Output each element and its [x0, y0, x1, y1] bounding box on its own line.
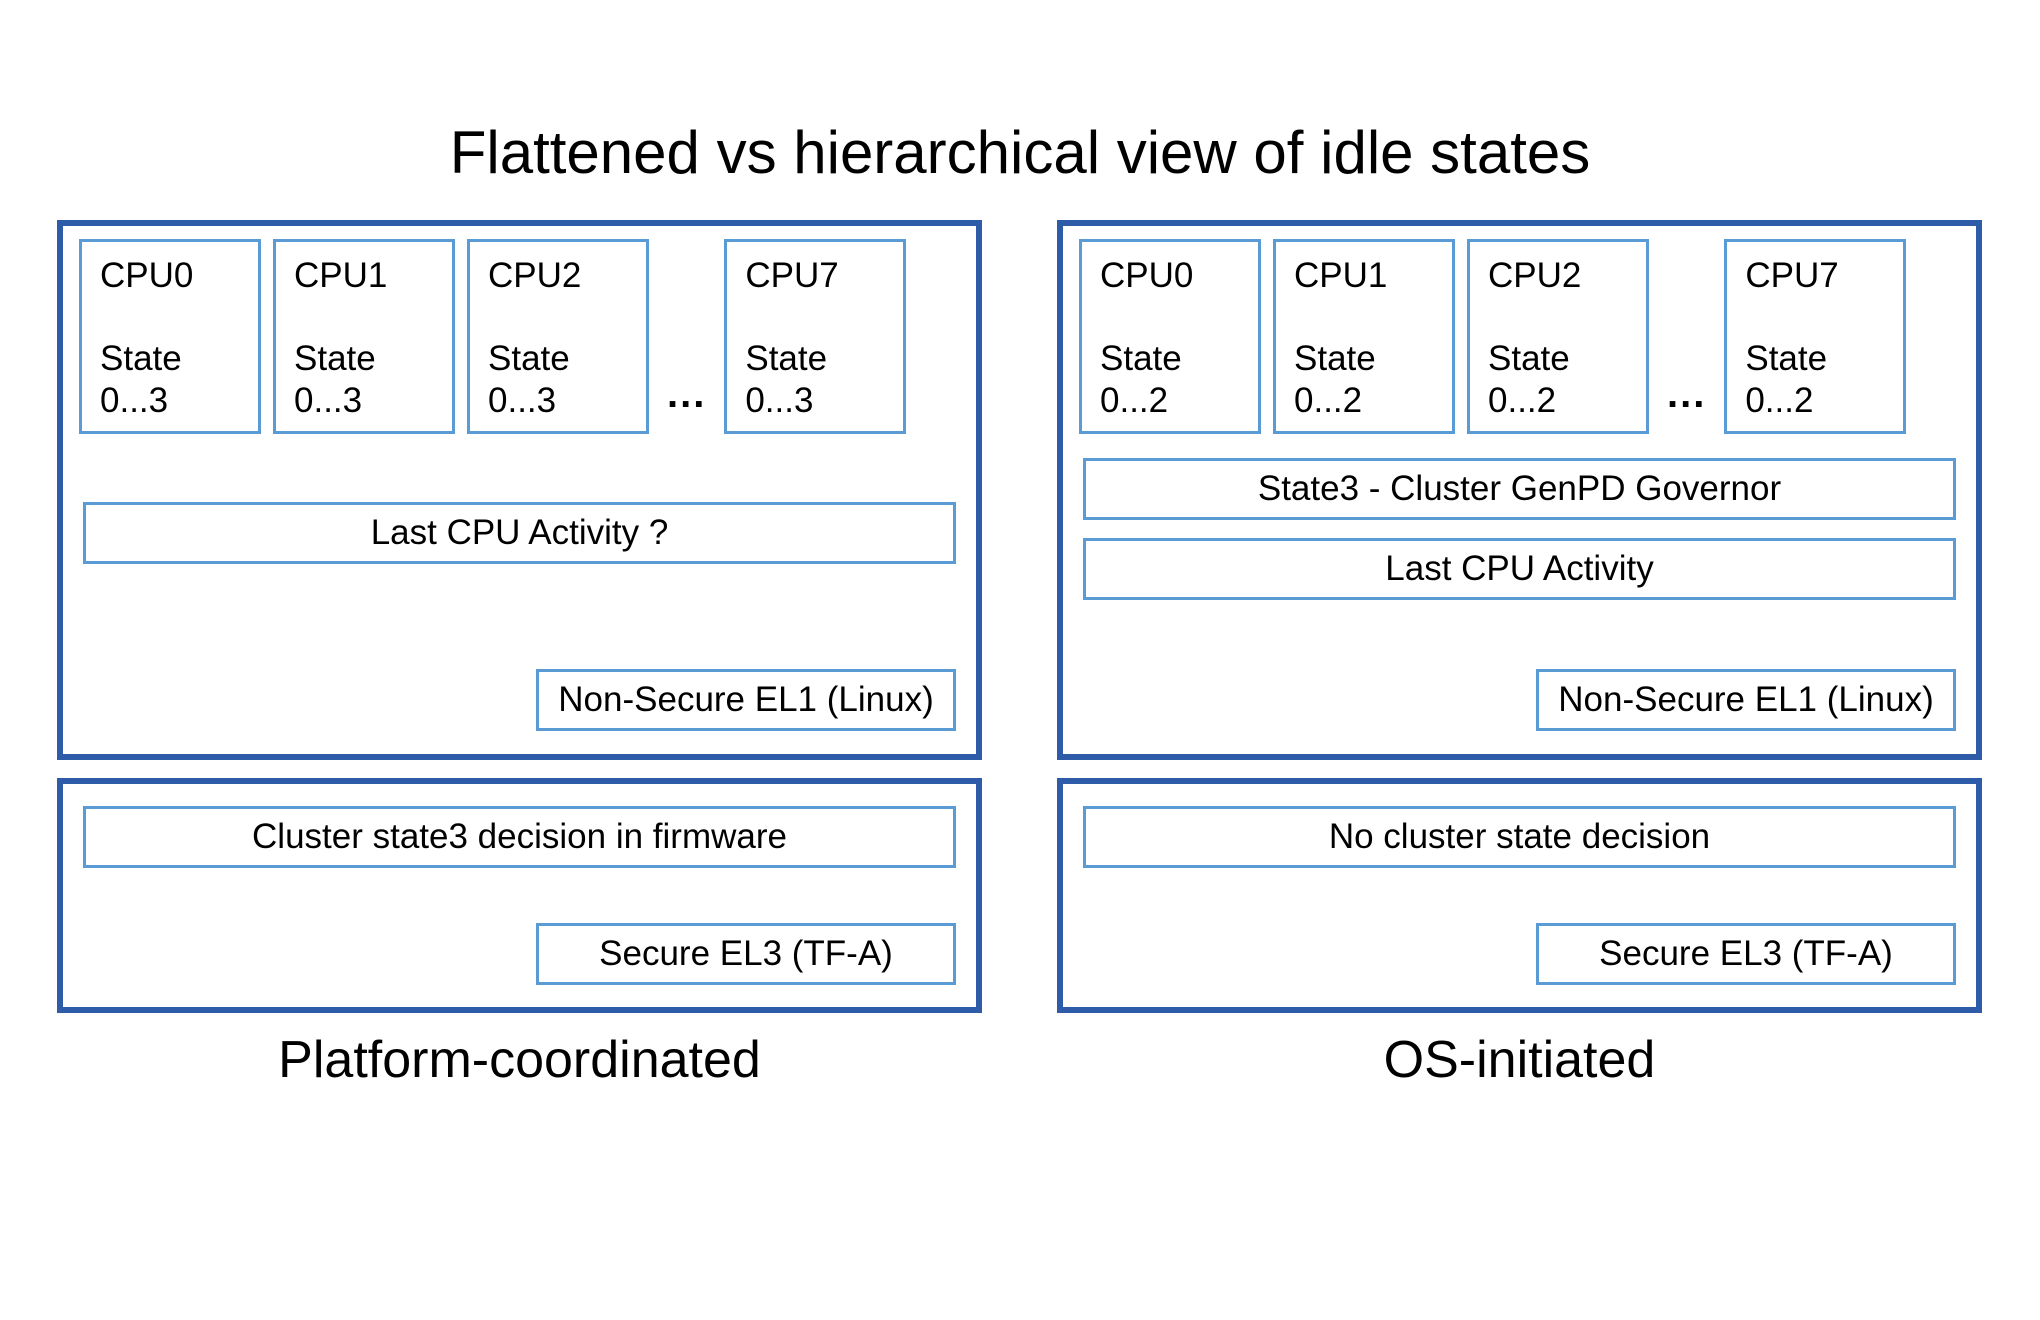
cpu-box-cpu2: CPU2 State 0...2 — [1467, 239, 1649, 434]
cpu-state-label: State — [1745, 339, 1828, 378]
cluster-genpd-governor-bar: State3 - Cluster GenPD Governor — [1083, 458, 1956, 520]
cpu-state-range: 0...3 — [100, 381, 169, 420]
exception-level-tag-el3: Secure EL3 (TF-A) — [1536, 923, 1956, 985]
firmware-decision-bar: Cluster state3 decision in firmware — [83, 806, 956, 868]
cpu-state-range: 0...2 — [1100, 381, 1169, 420]
cpu-label: CPU7 — [1745, 256, 1839, 295]
cpu-state-label: State — [1100, 339, 1182, 378]
cpu-ellipsis: ... — [1667, 372, 1707, 416]
exception-level-tag-el3: Secure EL3 (TF-A) — [536, 923, 956, 985]
cpu-row: CPU0 State 0...3 CPU1 State 0...3 CPU2 S… — [63, 226, 976, 434]
panel-caption-platform-coordinated: Platform-coordinated — [278, 1031, 761, 1089]
cpu-state-range: 0...3 — [745, 381, 814, 420]
cpu-state-label: State — [488, 339, 570, 378]
cpu-label: CPU0 — [100, 256, 194, 295]
cpu-ellipsis: ... — [667, 372, 707, 416]
firmware-panel-os-initiated: No cluster state decision Secure EL3 (TF… — [1057, 778, 1982, 1013]
cpu-label: CPU2 — [488, 256, 582, 295]
last-cpu-activity-bar: Last CPU Activity ? — [83, 502, 956, 564]
cpu-state-label: State — [1294, 339, 1376, 378]
last-cpu-activity-bar: Last CPU Activity — [1083, 538, 1956, 600]
cpu-box-cpu2: CPU2 State 0...3 — [467, 239, 649, 434]
cpu-label: CPU7 — [745, 256, 839, 295]
cpu-box-cpu0: CPU0 State 0...2 — [1079, 239, 1261, 434]
cpu-state-label: State — [100, 339, 182, 378]
cpu-state-label: State — [1488, 339, 1570, 378]
cpu-box-cpu1: CPU1 State 0...2 — [1273, 239, 1455, 434]
cpu-label: CPU1 — [1294, 256, 1388, 295]
diagram-column-platform-coordinated: CPU0 State 0...3 CPU1 State 0...3 CPU2 S… — [57, 220, 982, 1013]
firmware-panel-platform-coordinated: Cluster state3 decision in firmware Secu… — [57, 778, 982, 1013]
cpu-row: CPU0 State 0...2 CPU1 State 0...2 CPU2 S… — [1063, 226, 1976, 434]
cpu-state-label: State — [745, 339, 828, 378]
cpu-label: CPU2 — [1488, 256, 1582, 295]
cpu-state-range: 0...2 — [1488, 381, 1557, 420]
cpu-state-range: 0...2 — [1745, 381, 1814, 420]
cpu-box-cpu0: CPU0 State 0...3 — [79, 239, 261, 434]
os-panel-os-initiated: CPU0 State 0...2 CPU1 State 0...2 CPU2 S… — [1057, 220, 1982, 760]
cpu-box-cpu7: CPU7 State 0...3 — [724, 239, 907, 434]
page-title: Flattened vs hierarchical view of idle s… — [449, 119, 1591, 186]
cpu-box-cpu1: CPU1 State 0...3 — [273, 239, 455, 434]
os-panel-platform-coordinated: CPU0 State 0...3 CPU1 State 0...3 CPU2 S… — [57, 220, 982, 760]
cpu-state-label: State — [294, 339, 376, 378]
panel-caption-os-initiated: OS-initiated — [1383, 1031, 1656, 1089]
cpu-box-cpu7: CPU7 State 0...2 — [1724, 239, 1907, 434]
cpu-state-range: 0...3 — [294, 381, 363, 420]
exception-level-tag-el1: Non-Secure EL1 (Linux) — [1536, 669, 1956, 731]
cpu-state-range: 0...2 — [1294, 381, 1363, 420]
diagram-column-os-initiated: CPU0 State 0...2 CPU1 State 0...2 CPU2 S… — [1057, 220, 1982, 1013]
cpu-label: CPU1 — [294, 256, 388, 295]
cpu-state-range: 0...3 — [488, 381, 557, 420]
cpu-label: CPU0 — [1100, 256, 1194, 295]
firmware-decision-bar: No cluster state decision — [1083, 806, 1956, 868]
exception-level-tag-el1: Non-Secure EL1 (Linux) — [536, 669, 956, 731]
